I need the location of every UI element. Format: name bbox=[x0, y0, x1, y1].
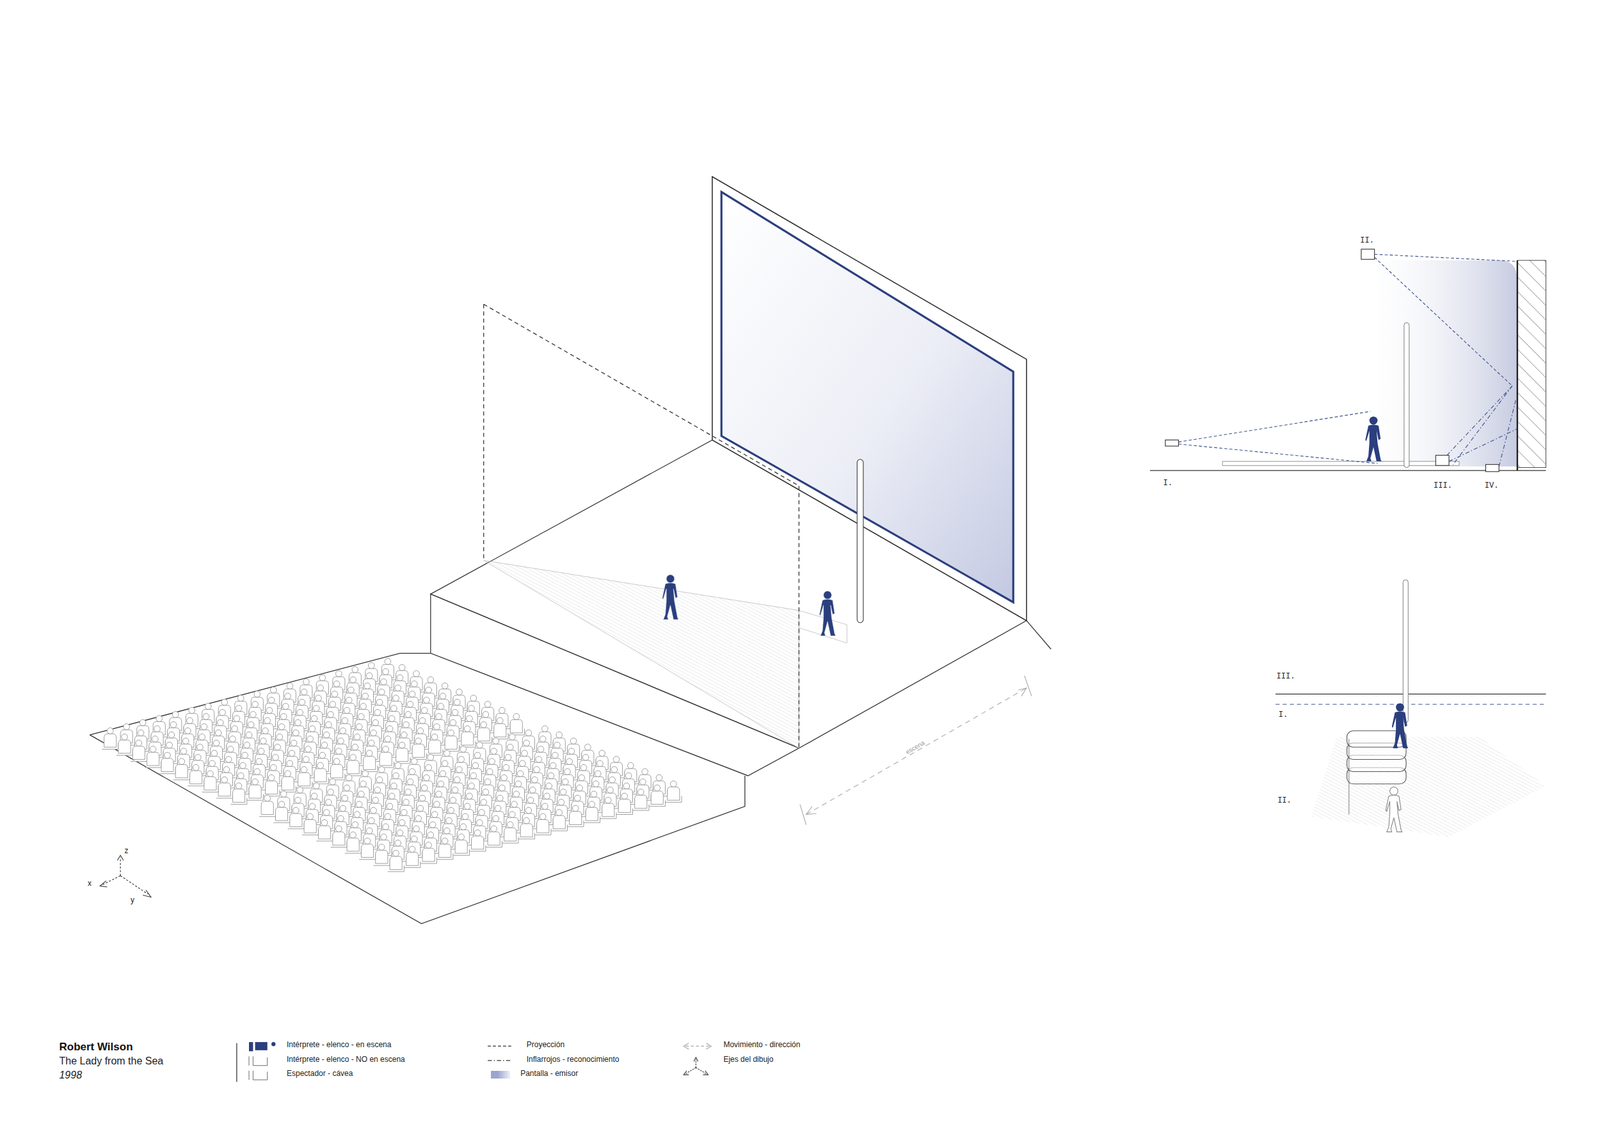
device-number: II. bbox=[1360, 236, 1375, 246]
legend-text: Pantalla - emisor bbox=[520, 1069, 578, 1079]
legend-text: Inflarrojos - reconocimiento bbox=[526, 1055, 620, 1065]
legend-text: Intérprete - elenco - en escena bbox=[286, 1040, 392, 1050]
tracking-detail bbox=[1275, 579, 1547, 838]
legend-text: Ejes del dibujo bbox=[723, 1055, 774, 1065]
dimension-line bbox=[800, 675, 1032, 825]
axis-label: x bbox=[87, 879, 92, 889]
level-number: III. bbox=[1276, 672, 1296, 682]
device-number: I. bbox=[1163, 479, 1173, 489]
axis-label: z bbox=[124, 846, 129, 856]
screen bbox=[712, 176, 1027, 621]
axis-label: y bbox=[130, 896, 135, 905]
drawing-axes bbox=[99, 855, 152, 897]
legend-text: Intérprete - elenco - NO en escena bbox=[286, 1055, 406, 1065]
device-number: III. bbox=[1433, 481, 1453, 491]
projection-frame bbox=[483, 304, 800, 749]
dimension-label: escena bbox=[904, 739, 927, 756]
performers bbox=[662, 574, 836, 637]
legend-text: Espectador - cávea bbox=[286, 1069, 353, 1079]
section-drawing bbox=[1150, 248, 1547, 472]
pole bbox=[856, 459, 864, 623]
device-number: IV. bbox=[1484, 481, 1499, 491]
level-number: I. bbox=[1278, 711, 1288, 720]
work-title: The Lady from the Sea bbox=[58, 1055, 164, 1067]
drawing-title: Robert Wilson bbox=[58, 1040, 133, 1054]
legend-text: Proyección bbox=[526, 1040, 565, 1050]
work-year: 1998 bbox=[58, 1069, 82, 1081]
projection-wedge bbox=[483, 560, 848, 749]
legend-swatch bbox=[490, 1070, 511, 1080]
legend-text: Movimiento - dirección bbox=[723, 1040, 800, 1050]
level-number: II. bbox=[1277, 796, 1292, 806]
